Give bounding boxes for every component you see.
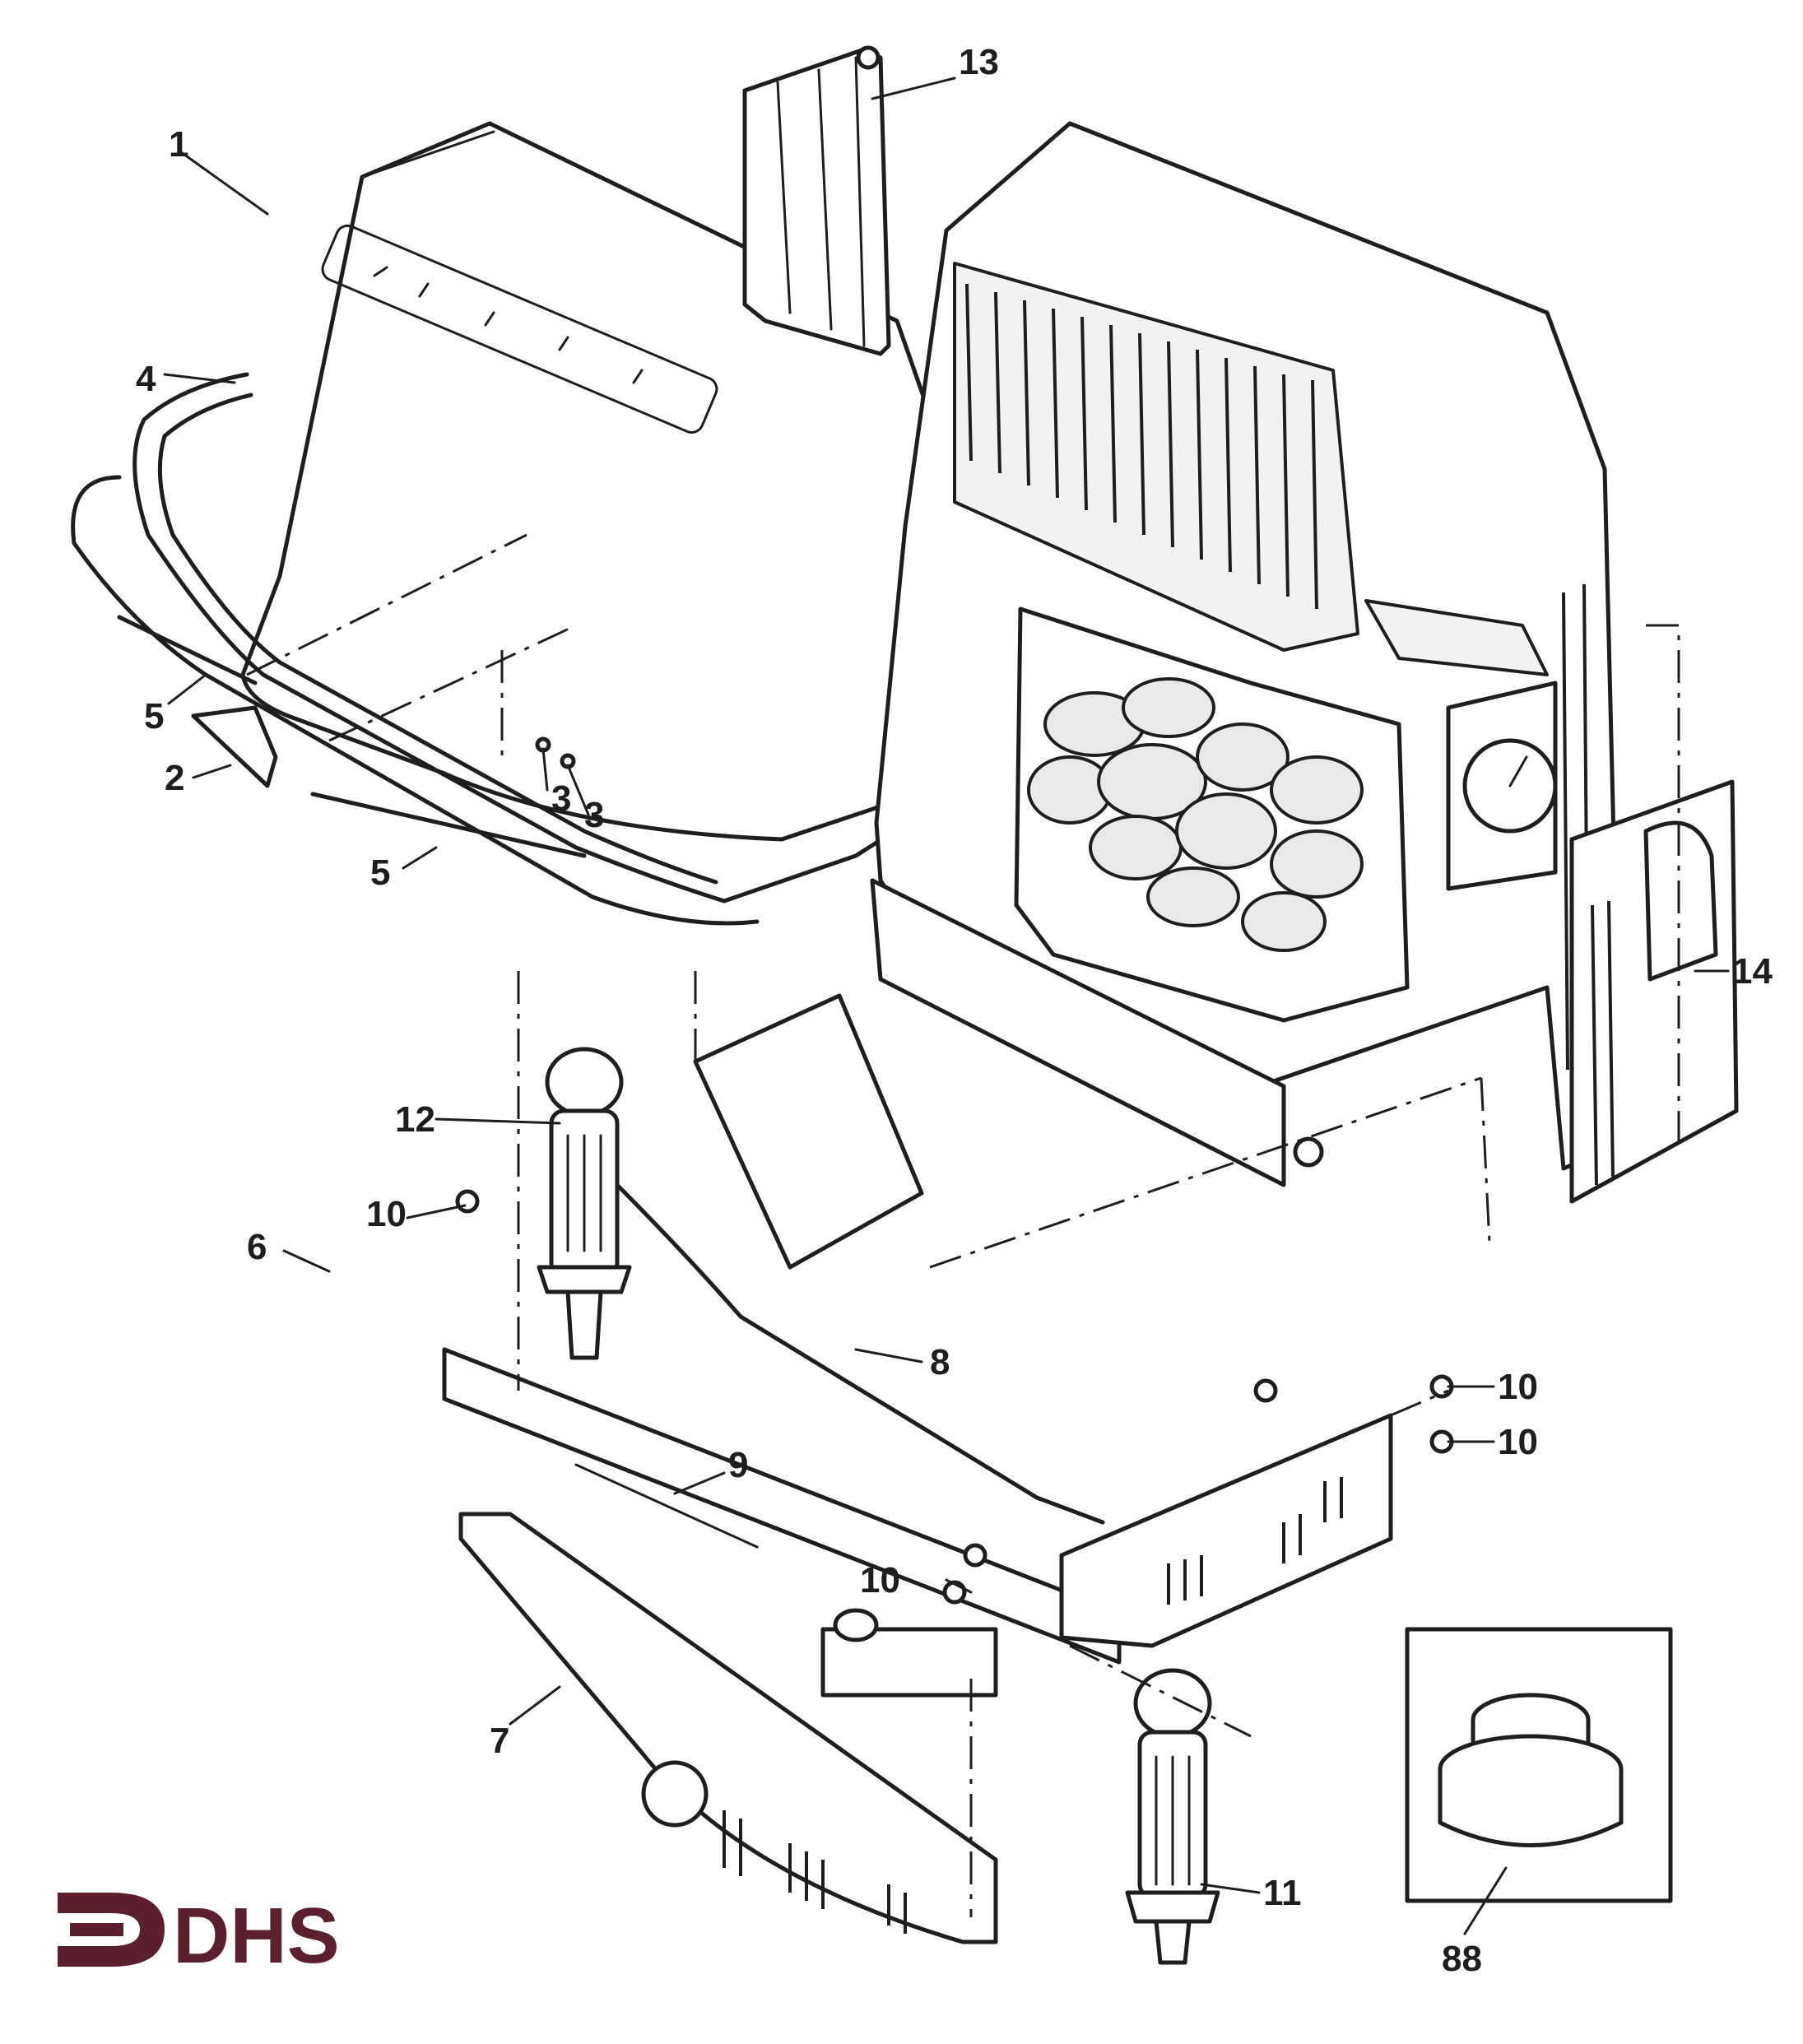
part-5-strip (310, 792, 587, 858)
dhs-logo-mark-icon (58, 1893, 165, 1967)
part-7-trim (458, 1512, 998, 1944)
callout-labels: 1 4 5 2 3 3 5 12 10 6 8 9 10 10 10 7 11 … (136, 42, 1773, 1979)
callout-10: 10 (1498, 1367, 1538, 1407)
callout-4: 4 (136, 359, 156, 399)
small-parts (117, 615, 587, 858)
dhs-logo-text: DHS (173, 1892, 340, 1980)
callout-5: 5 (370, 852, 390, 893)
callout-14: 14 (1732, 951, 1773, 992)
part-13-side-channel (742, 45, 891, 356)
part-14-side-panel (1569, 779, 1739, 1204)
assembly-lines (246, 533, 1680, 1917)
part-88-inset (1405, 1627, 1673, 1903)
callout-7: 7 (490, 1721, 509, 1761)
dhs-logo: DHS (58, 1892, 340, 1980)
part-12-column (537, 1047, 632, 1360)
callout-10: 10 (1498, 1422, 1538, 1462)
part-5-strip-left (117, 615, 258, 685)
callout-13: 13 (959, 42, 999, 82)
callout-3: 3 (551, 778, 571, 819)
callout-1: 1 (169, 124, 188, 165)
callout-10: 10 (860, 1560, 900, 1600)
callout-12: 12 (395, 1099, 435, 1140)
part-11-column (1125, 1668, 1220, 1965)
callout-5: 5 (144, 696, 164, 736)
callout-9: 9 (728, 1445, 748, 1485)
callout-2: 2 (165, 758, 184, 798)
callout-11: 11 (1263, 1873, 1302, 1913)
callout-10: 10 (366, 1194, 407, 1234)
callout-6: 6 (247, 1227, 267, 1267)
fire-body (870, 121, 1624, 1187)
callout-3: 3 (584, 795, 604, 835)
leader-lines (163, 77, 1730, 1935)
callout-88: 88 (1442, 1939, 1482, 1979)
callout-8: 8 (930, 1342, 950, 1382)
coal-effect-rocks (1027, 677, 1364, 952)
heat-exchanger-fins (965, 283, 1318, 610)
part-2-bracket (191, 705, 278, 788)
